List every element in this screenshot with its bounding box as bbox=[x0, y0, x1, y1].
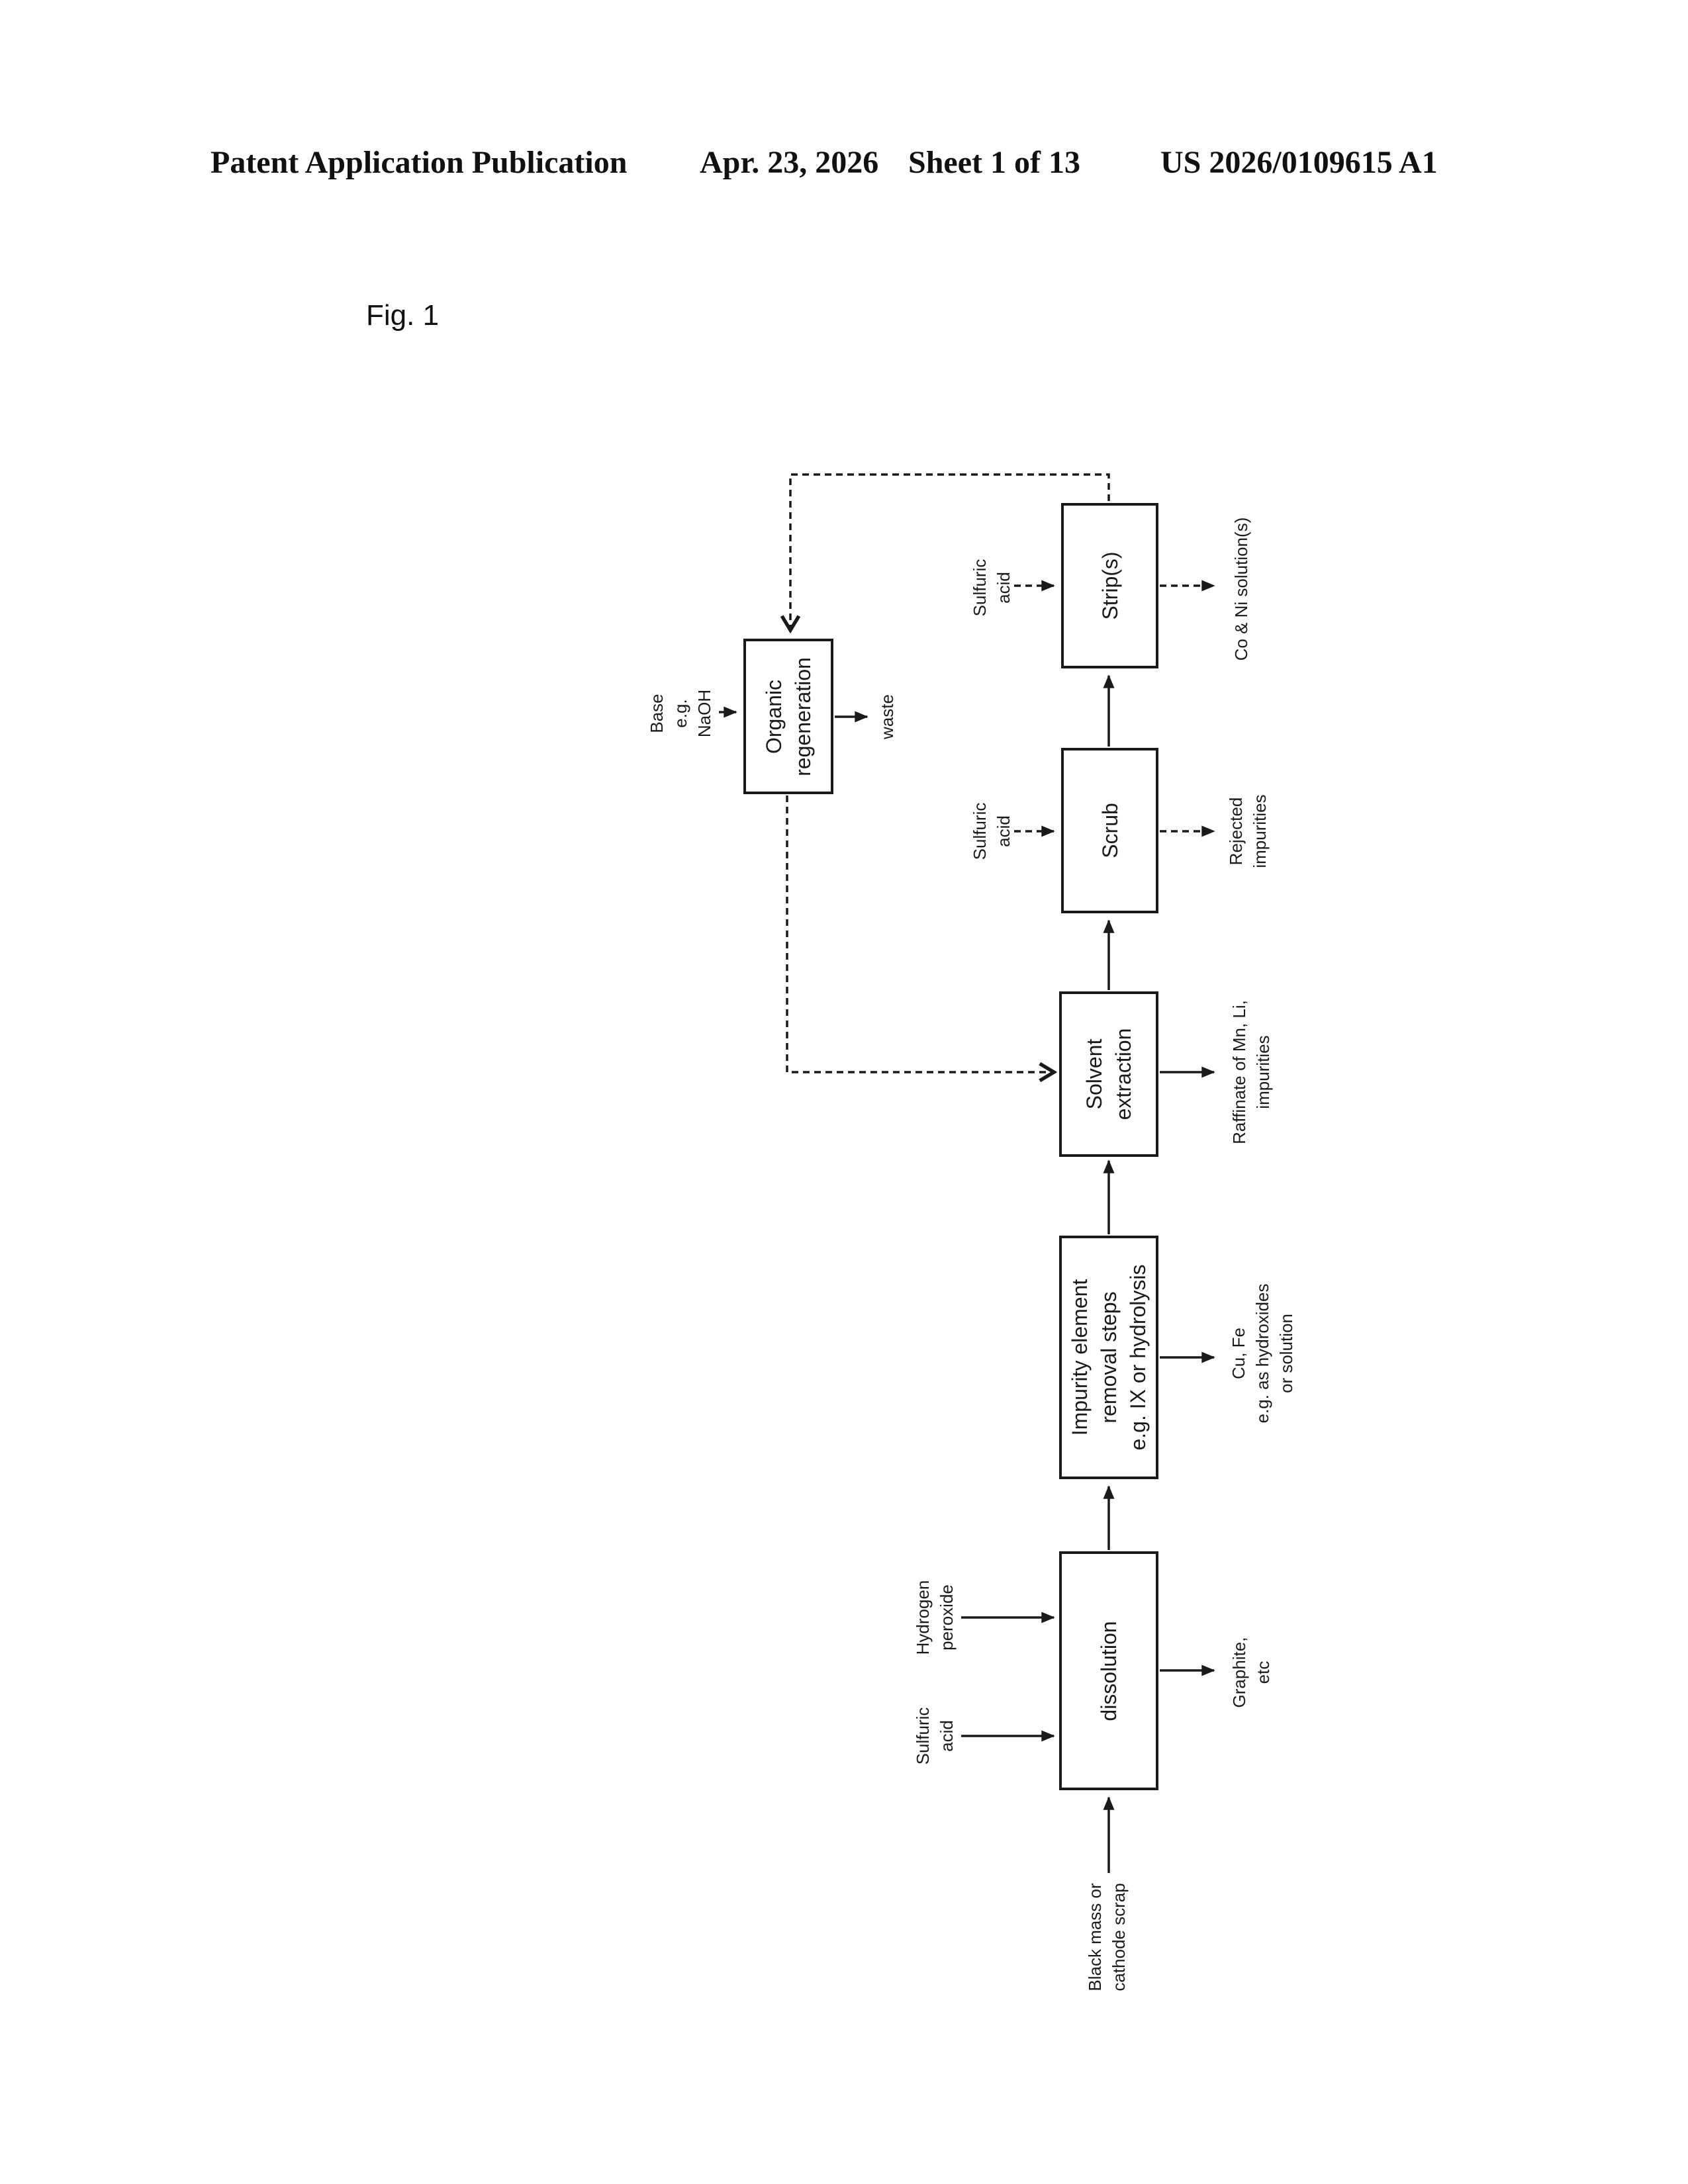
box-impurity-removal-label: Impurity element removal steps e.g. IX o… bbox=[1068, 1264, 1150, 1451]
label-sulfuric-acid-dissolution: Sulfuric acid bbox=[913, 1707, 957, 1765]
box-solvent-extraction: Solvent extraction bbox=[1059, 991, 1158, 1157]
box-strip-label: Strip(s) bbox=[1098, 551, 1122, 620]
label-cu-fe-out: Cu, Fe e.g. as hydroxides or solution bbox=[1229, 1283, 1296, 1424]
box-scrub-label: Scrub bbox=[1098, 803, 1122, 858]
label-rejected-impurities: Rejected impurities bbox=[1226, 794, 1270, 868]
label-graphite-out: Graphite, etc bbox=[1229, 1637, 1273, 1708]
header-sheet-number: Sheet 1 of 13 bbox=[908, 145, 1080, 180]
box-dissolution-label: dissolution bbox=[1097, 1620, 1121, 1721]
label-raffinate-out: Raffinate of Mn, Li, impurities bbox=[1229, 1000, 1273, 1144]
label-feed-black-mass: Black mass or cathode scrap bbox=[1085, 1883, 1129, 1991]
box-organic-regeneration: Organic regeneration bbox=[743, 639, 833, 794]
label-waste-out: waste bbox=[877, 694, 897, 739]
box-organic-regeneration-label: Organic regeneration bbox=[762, 657, 815, 776]
arrow-strip-organic-to-regeneration bbox=[790, 473, 1110, 629]
arrow-regenerated-organic-to-solvent-extraction bbox=[786, 796, 1053, 1072]
label-co-ni-solution: Co & Ni solution(s) bbox=[1231, 517, 1251, 661]
header-patent-number: US 2026/0109615 A1 bbox=[1160, 145, 1438, 180]
box-dissolution: dissolution bbox=[1059, 1551, 1158, 1790]
box-strip: Strip(s) bbox=[1061, 503, 1158, 668]
box-scrub: Scrub bbox=[1061, 748, 1158, 913]
header-publication-type: Patent Application Publication bbox=[211, 145, 628, 180]
header-date: Apr. 23, 2026 bbox=[700, 145, 879, 180]
label-hydrogen-peroxide: Hydrogen peroxide bbox=[913, 1580, 957, 1655]
label-sulfuric-acid-scrub: Sulfuric acid bbox=[970, 802, 1013, 860]
label-base-naoh: Base e.g. NaOH bbox=[647, 689, 714, 738]
label-sulfuric-acid-strip: Sulfuric acid bbox=[970, 559, 1013, 617]
box-solvent-extraction-label: Solvent extraction bbox=[1082, 1028, 1135, 1120]
figure-label: Fig. 1 bbox=[366, 299, 440, 332]
box-impurity-removal: Impurity element removal steps e.g. IX o… bbox=[1059, 1236, 1158, 1479]
